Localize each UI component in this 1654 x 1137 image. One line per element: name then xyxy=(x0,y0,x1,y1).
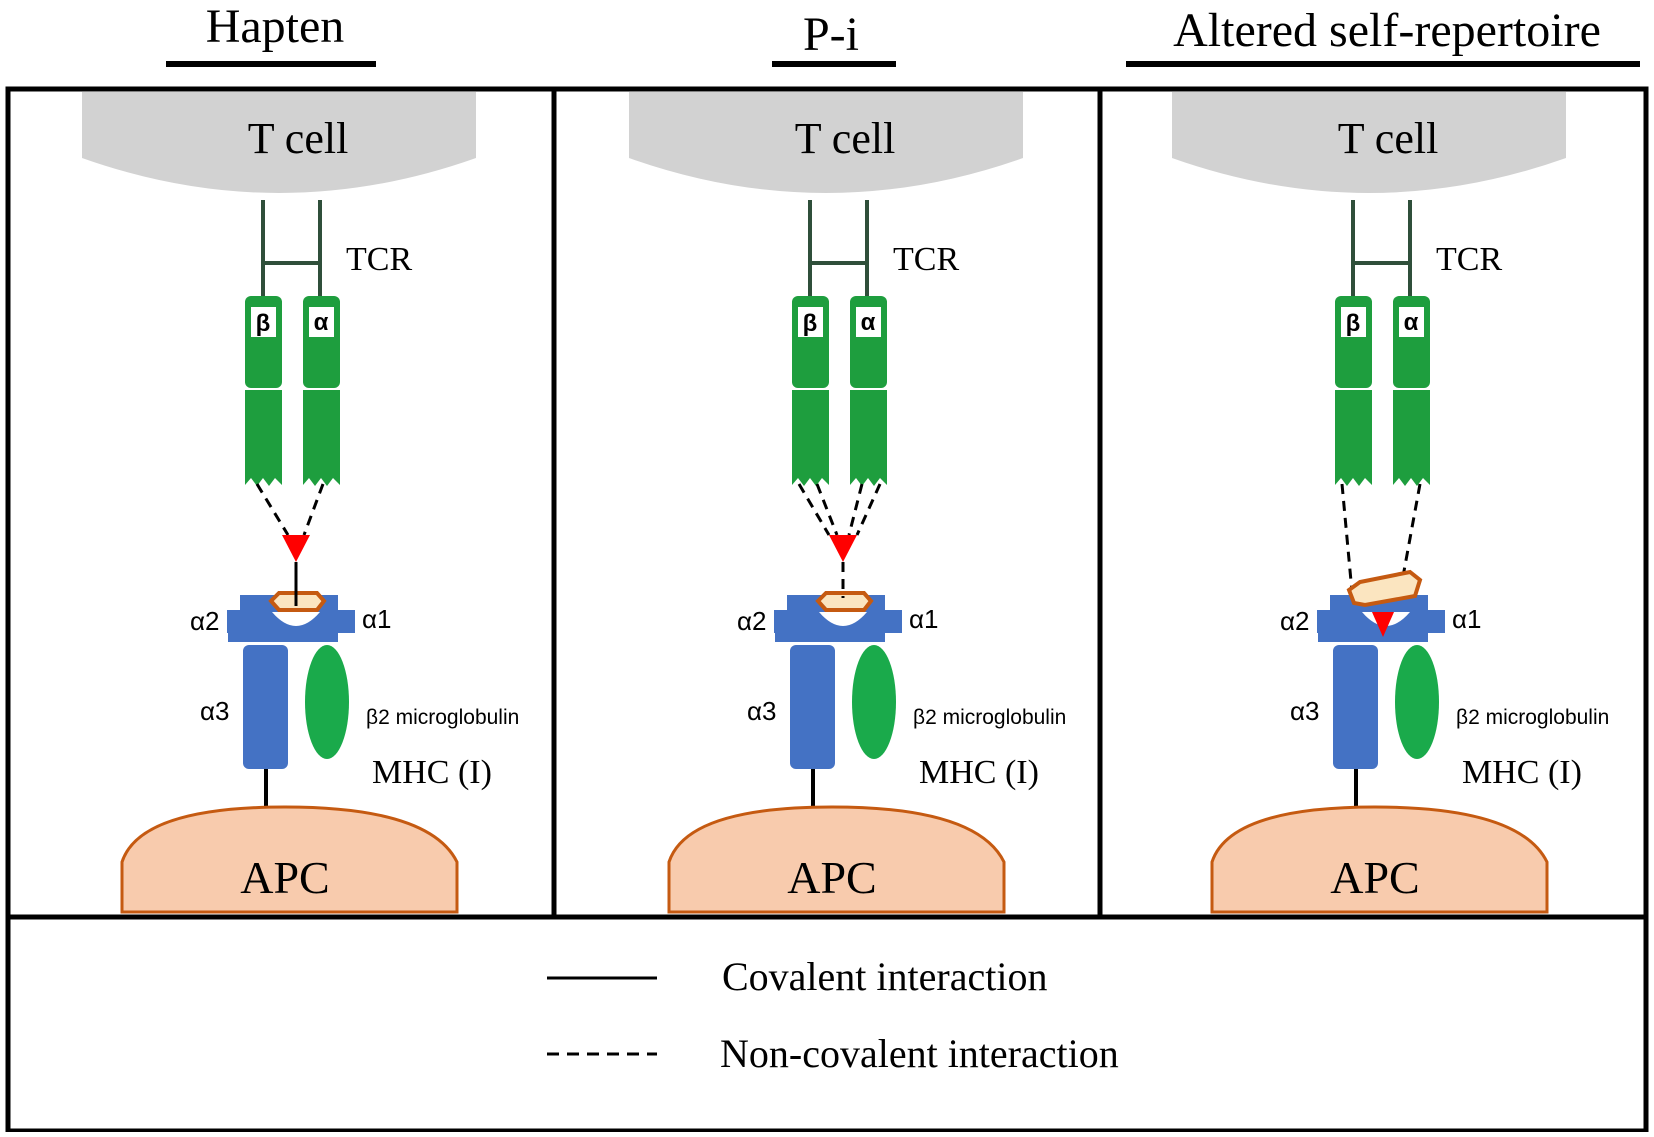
panel-frame xyxy=(5,86,557,920)
mhc-alpha2-domain xyxy=(1317,610,1335,633)
mhc-label: MHC (I) xyxy=(1462,754,1582,791)
panel-title: Altered self-repertoire xyxy=(1173,4,1601,57)
panel-frame xyxy=(551,86,1103,920)
alpha-chain-label: α xyxy=(1404,309,1419,336)
mhc-alpha2-domain xyxy=(227,610,245,633)
apc-label: APC xyxy=(240,852,329,903)
alpha2-label: α2 xyxy=(190,606,220,636)
b2m-label: β2 microglobulin xyxy=(913,706,1066,729)
mhc-groove-cleft xyxy=(272,612,320,626)
tcr-beta-chain-lower xyxy=(245,390,282,486)
tcell-body xyxy=(1172,92,1566,193)
tcr-alpha-chain-lower xyxy=(850,390,887,486)
tcell-body xyxy=(629,92,1023,193)
tcr-beta-chain-lower xyxy=(792,390,829,486)
alpha2-label: α2 xyxy=(737,606,767,636)
beta2-microglobulin xyxy=(305,645,349,759)
beta-tag xyxy=(1341,307,1366,337)
legend-box xyxy=(5,914,1649,1134)
mhc-alpha2-domain xyxy=(774,610,792,633)
noncovalent-bond-beta xyxy=(1340,483,1354,593)
noncovalent-bond-beta xyxy=(255,483,290,536)
alpha3-label: α3 xyxy=(1290,696,1320,726)
mhc-alpha3-domain xyxy=(1333,645,1378,769)
panel-title: P-i xyxy=(803,8,859,61)
apc-cell xyxy=(120,805,459,914)
alpha2-label: α2 xyxy=(1280,606,1310,636)
alpha-tag xyxy=(856,307,881,337)
apc-label: APC xyxy=(787,852,876,903)
beta2-microglobulin xyxy=(1395,645,1439,759)
alpha-chain-label: α xyxy=(861,309,876,336)
panel-frame xyxy=(1097,86,1649,920)
alpha-chain-label: α xyxy=(314,309,329,336)
tcr-beta-chain-lower xyxy=(1335,390,1372,486)
drug-in-groove xyxy=(1372,612,1394,637)
noncovalent-bond-alpha xyxy=(302,483,325,536)
tcell-label: T cell xyxy=(248,114,349,163)
beta-chain-label: β xyxy=(1346,310,1361,337)
beta-chain-label: β xyxy=(256,310,271,337)
alpha-tag xyxy=(1399,307,1424,337)
mhc-alpha3-domain xyxy=(243,645,288,769)
noncovalent-bond-tcr-1 xyxy=(815,483,839,536)
tcr-alpha-chain-lower xyxy=(1393,390,1430,486)
drug-pi xyxy=(829,535,857,562)
alpha1-label: α1 xyxy=(362,604,392,634)
panel-title: Hapten xyxy=(206,0,345,53)
legend-covalent-label: Covalent interaction xyxy=(722,954,1047,999)
mhc-groove-cleft xyxy=(819,612,867,626)
tcr-label: TCR xyxy=(346,241,412,278)
apc-label: APC xyxy=(1330,852,1419,903)
tcell-label: T cell xyxy=(1338,114,1439,163)
noncovalent-bond-alpha xyxy=(1400,483,1422,583)
beta-tag xyxy=(798,307,823,337)
beta-chain-label: β xyxy=(803,310,818,337)
altered-peptide xyxy=(1346,569,1423,608)
noncovalent-bond-tcr-3 xyxy=(855,483,882,536)
beta-tag xyxy=(251,307,276,337)
alpha1-label: α1 xyxy=(909,604,939,634)
b2m-label: β2 microglobulin xyxy=(1456,706,1609,729)
tcr-label: TCR xyxy=(893,241,959,278)
noncovalent-bond-tcr-2 xyxy=(847,483,864,536)
legend: Covalent interaction Non-covalent intera… xyxy=(5,914,1649,1134)
mhc-alpha3-domain xyxy=(790,645,835,769)
apc-cell xyxy=(667,805,1006,914)
apc-cell xyxy=(1210,805,1549,914)
tcr-alpha-chain-lower xyxy=(303,390,340,486)
tcell-body xyxy=(82,92,476,193)
alpha3-label: α3 xyxy=(747,696,777,726)
drug-hapten xyxy=(282,535,310,562)
legend-noncovalent-label: Non-covalent interaction xyxy=(720,1031,1119,1076)
noncovalent-bond-tcr-0 xyxy=(797,483,831,536)
b2m-label: β2 microglobulin xyxy=(366,706,519,729)
mhc-label: MHC (I) xyxy=(372,754,492,791)
alpha3-label: α3 xyxy=(200,696,230,726)
beta2-microglobulin xyxy=(852,645,896,759)
tcell-label: T cell xyxy=(795,114,896,163)
alpha-tag xyxy=(309,307,334,337)
peptide xyxy=(815,591,874,612)
alpha1-label: α1 xyxy=(1452,604,1482,634)
tcr-label: TCR xyxy=(1436,241,1502,278)
mhc-label: MHC (I) xyxy=(919,754,1039,791)
